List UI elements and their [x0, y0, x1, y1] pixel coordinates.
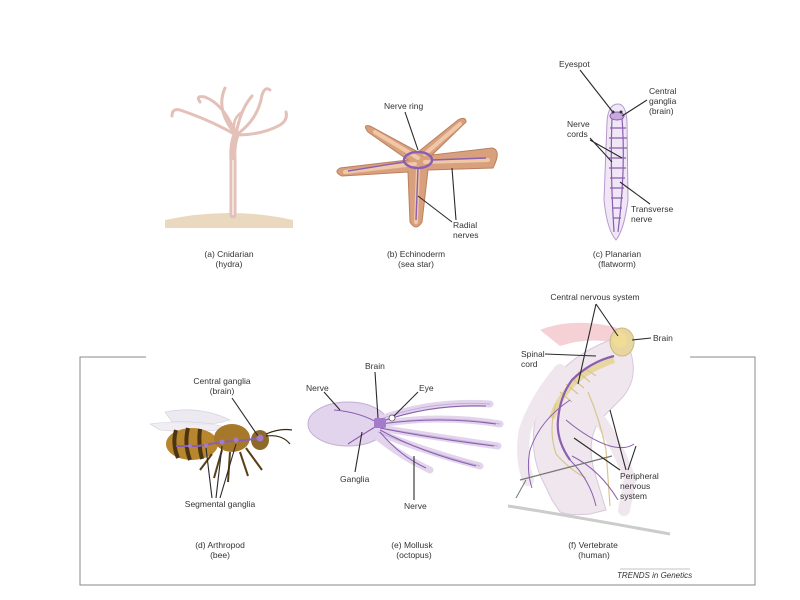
label-radial-nerves-1: Radial [453, 220, 477, 230]
label-radial-nerves-2: nerves [453, 230, 479, 240]
label-central-ganglia-bee-2: (brain) [210, 386, 235, 396]
flatworm-body [603, 103, 629, 241]
label-peripheral-1: Peripheral [620, 471, 659, 481]
caption-e-1: (e) Mollusk [391, 540, 433, 550]
label-eyespot: Eyespot [559, 59, 590, 69]
label-segmental-ganglia: Segmental ganglia [185, 499, 256, 509]
label-nerve-top: Nerve [306, 383, 329, 393]
label-central-ganglia-2: ganglia [649, 96, 677, 106]
sea-star-illustration [336, 117, 498, 228]
panel-mollusk: Brain Nerve Eye Ganglia Nerve (e) Mollus… [306, 361, 504, 560]
panel-echinoderm: Nerve ring Radial nerves (b) Echinoderm … [336, 101, 498, 269]
caption-c-1: (c) Planarian [593, 249, 641, 259]
caption-d-2: (bee) [210, 550, 230, 560]
label-peripheral-2: nervous [620, 481, 650, 491]
label-central-ganglia-bee-1: Central ganglia [193, 376, 250, 386]
source-credit: TRENDS in Genetics [617, 571, 692, 580]
caption-e-2: (octopus) [396, 550, 432, 560]
frame-border [79, 356, 756, 586]
caption-b-1: (b) Echinoderm [387, 249, 445, 259]
label-brain-human: Brain [653, 333, 673, 343]
caption-f-2: (human) [578, 550, 610, 560]
label-spinal-cord-2: cord [521, 359, 538, 369]
hydra-illustration [170, 86, 288, 219]
caption-a-1: (a) Cnidarian [204, 249, 253, 259]
label-transverse-nerve-1: Transverse [631, 204, 673, 214]
panel-planarian: Eyespot Central ganglia (brain) Nerve co… [559, 59, 677, 269]
panel-arthropod: Central ganglia (brain) Segmental gangli… [149, 376, 293, 560]
label-nerve-cords-1: Nerve [567, 119, 590, 129]
label-nerve-cords-2: cords [567, 129, 588, 139]
octopus-illustration [307, 399, 504, 474]
label-nerve-ring: Nerve ring [384, 101, 423, 111]
label-transverse-nerve-2: nerve [631, 214, 653, 224]
caption-c-2: (flatworm) [598, 259, 636, 269]
caption-f-1: (f) Vertebrate [568, 540, 618, 550]
bee-illustration [149, 409, 293, 483]
caption-d-1: (d) Arthropod [195, 540, 245, 550]
label-peripheral-3: system [620, 491, 647, 501]
caption-a-2: (hydra) [216, 259, 243, 269]
label-nerve-bottom: Nerve [404, 501, 427, 511]
panel-vertebrate: Central nervous system Brain Spinal cord… [507, 292, 673, 560]
panel-cnidarian: (a) Cnidarian (hydra) [165, 86, 293, 269]
label-central-ganglia-3: (brain) [649, 106, 674, 116]
label-central-nervous-system: Central nervous system [550, 292, 639, 302]
label-brain-octopus: Brain [365, 361, 385, 371]
sand-base [165, 213, 293, 228]
label-central-ganglia-1: Central [649, 86, 677, 96]
label-eye: Eye [419, 383, 434, 393]
label-spinal-cord-1: Spinal [521, 349, 545, 359]
caption-b-2: (sea star) [398, 259, 434, 269]
label-ganglia: Ganglia [340, 474, 370, 484]
